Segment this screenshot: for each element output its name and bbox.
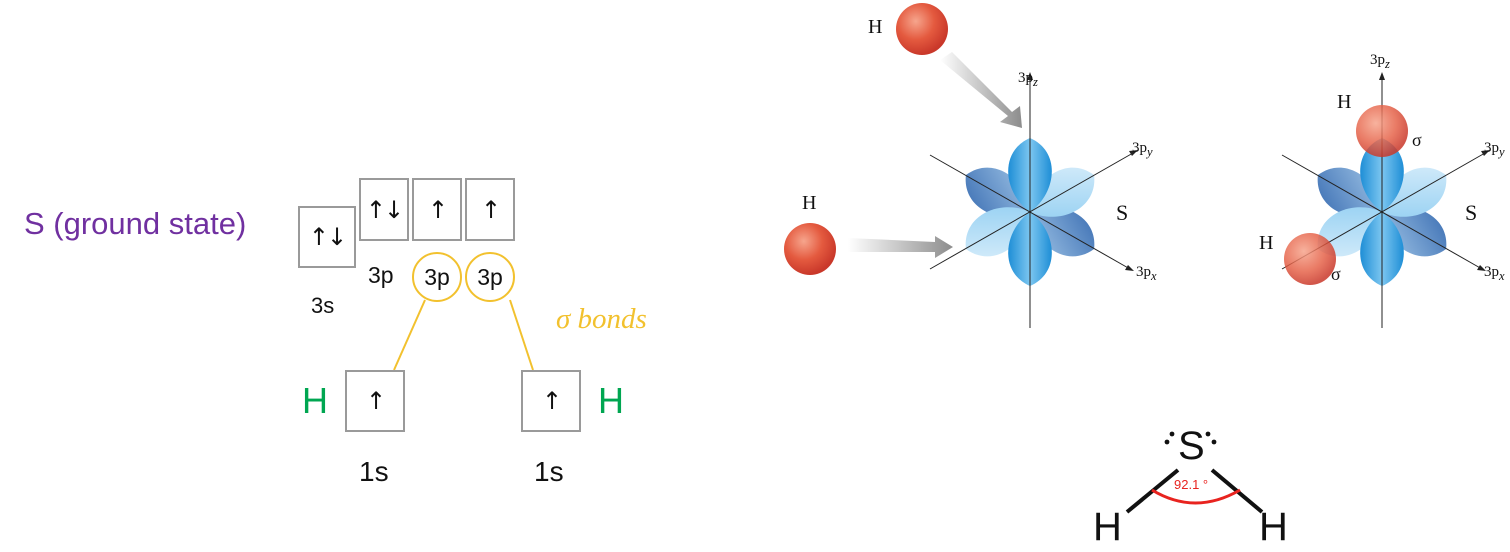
overlap-diagram-right bbox=[1281, 72, 1490, 328]
approach-arrow-left bbox=[848, 236, 953, 258]
h-label-left-bonded: H bbox=[1259, 232, 1274, 254]
label-3p: 3p bbox=[368, 262, 394, 288]
bond-line-right bbox=[509, 299, 534, 371]
orbital-box-3p-2: ↑ bbox=[412, 178, 462, 241]
axis-label-3px-bonded: 3px bbox=[1484, 264, 1505, 283]
hydrogen-atom-left bbox=[784, 223, 836, 275]
bonding-3p-ring-2: 3p bbox=[465, 252, 515, 302]
h-label-left: H bbox=[802, 192, 817, 214]
lewis-hydrogen-right: H bbox=[1259, 505, 1288, 549]
orbital-box-1s-left: ↑ bbox=[345, 370, 405, 432]
sigma-label-top: σ bbox=[1412, 130, 1422, 150]
hydrogen-overlap-left bbox=[1284, 233, 1336, 285]
axis-label-3pz: 3pz bbox=[1018, 70, 1038, 89]
bonding-3p-ring-1: 3p bbox=[412, 252, 462, 302]
label-3s: 3s bbox=[311, 293, 335, 318]
sulfur-label-bonded: S bbox=[1465, 200, 1478, 225]
hydrogen-overlap-top bbox=[1356, 105, 1408, 157]
label-1s-right: 1s bbox=[534, 456, 564, 487]
orbital-box-3p-1: ↑↓ bbox=[359, 178, 409, 241]
label-1s-left: 1s bbox=[359, 456, 389, 487]
bond-angle-arc bbox=[1151, 488, 1241, 505]
hydrogen-atom-top bbox=[896, 3, 948, 55]
sulfur-label: S bbox=[1116, 200, 1129, 225]
axis-label-3py: 3py bbox=[1132, 140, 1153, 159]
lone-pair-dot bbox=[1164, 439, 1170, 445]
lewis-sulfur: S bbox=[1178, 424, 1205, 468]
bond-angle-label: 92.1 ° bbox=[1174, 477, 1209, 492]
hydrogen-right-symbol: H bbox=[598, 380, 624, 421]
orbital-box-1s-right: ↑ bbox=[521, 370, 581, 432]
approach-arrow-top bbox=[940, 52, 1022, 128]
axis-label-3px: 3px bbox=[1136, 264, 1157, 283]
lone-pair-dot bbox=[1211, 439, 1217, 445]
lewis-hydrogen-left: H bbox=[1093, 505, 1122, 549]
h-label-top: H bbox=[868, 16, 883, 38]
lone-pair-dot bbox=[1205, 431, 1211, 437]
hydrogen-left-symbol: H bbox=[302, 380, 328, 421]
atom-label: S (ground state) bbox=[24, 206, 247, 241]
sigma-bonds-label: σ bonds bbox=[556, 303, 647, 335]
axis-label-3py-bonded: 3py bbox=[1484, 140, 1505, 159]
sigma-label-left: σ bbox=[1331, 264, 1341, 284]
lone-pair-dot bbox=[1169, 431, 1175, 437]
axis-label-3pz-bonded: 3pz bbox=[1370, 52, 1390, 71]
h-label-top-bonded: H bbox=[1337, 91, 1352, 113]
bond-line-left bbox=[393, 299, 426, 371]
lewis-structure bbox=[1125, 431, 1264, 514]
overlap-diagram-left bbox=[784, 3, 1138, 328]
orbital-box-3p-3: ↑ bbox=[465, 178, 515, 241]
orbital-box-3s: ↑↓ bbox=[298, 206, 356, 268]
